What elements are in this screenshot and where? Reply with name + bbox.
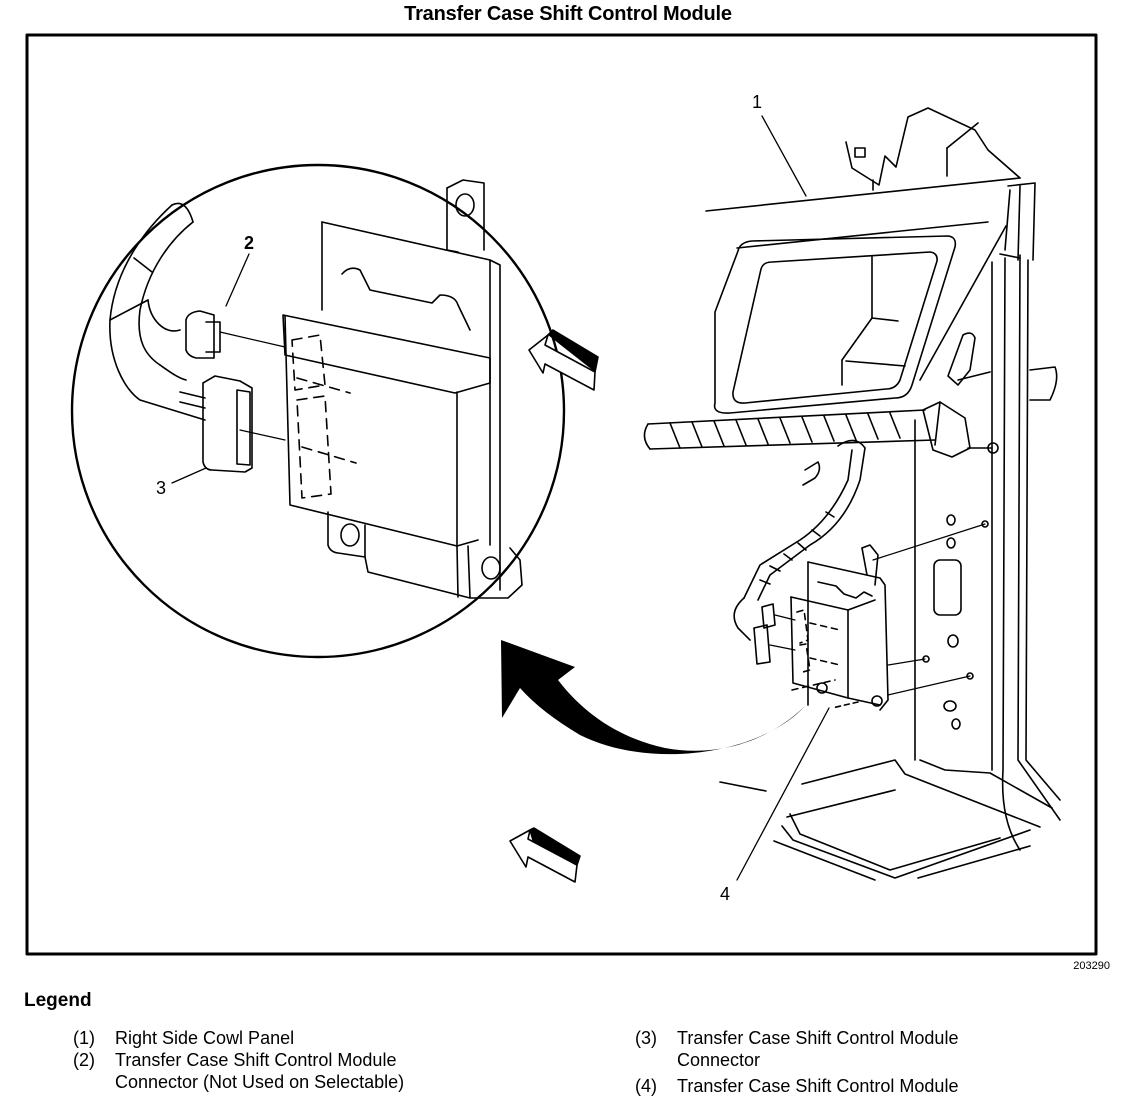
legend-item-text: Transfer Case Shift Control Module Conne… (677, 1028, 959, 1070)
exploded-view-diagram: 1 2 3 4 (25, 33, 1098, 956)
legend-item-number: (4) (635, 1076, 657, 1096)
callout-3: 3 (156, 478, 166, 498)
cowl-panel (705, 107, 1061, 881)
legend-item-number: (1) (73, 1028, 95, 1048)
legend-column-left: (1) Right Side Cowl Panel (2) Transfer C… (73, 1027, 593, 1093)
control-module-detail (282, 179, 523, 599)
legend-heading: Legend (24, 990, 92, 1011)
detail-view-circle (70, 163, 599, 659)
magnify-arrow-icon (501, 640, 805, 755)
legend-item: (3) Transfer Case Shift Control Module C… (635, 1027, 1105, 1071)
control-module-installed (753, 520, 989, 711)
legend-item-text: Transfer Case Shift Control Module Conne… (115, 1050, 405, 1092)
connector-3-detail (202, 375, 286, 473)
direction-arrow-lower-icon (509, 827, 581, 883)
leader-line-3 (171, 467, 207, 484)
direction-arrow-detail (528, 329, 599, 391)
legend-item-text: Right Side Cowl Panel (115, 1028, 295, 1048)
main-wiring-harness (643, 409, 936, 641)
diagram-title: Transfer Case Shift Control Module (404, 3, 732, 25)
legend-item: (4) Transfer Case Shift Control Module (635, 1075, 1105, 1097)
legend-item-number: (2) (73, 1050, 95, 1070)
legend-item-text: Transfer Case Shift Control Module (677, 1076, 959, 1096)
leader-line-4 (736, 707, 830, 881)
figure-frame (25, 33, 1098, 956)
wiring-harness-detail (109, 202, 206, 421)
legend-column-right: (3) Transfer Case Shift Control Module C… (635, 1027, 1105, 1097)
legend-item: (2) Transfer Case Shift Control Module C… (73, 1049, 593, 1093)
leader-line-1 (761, 115, 807, 197)
leader-line-2 (225, 253, 250, 307)
figure-id: 203290 (1073, 960, 1110, 972)
callout-1: 1 (752, 92, 762, 112)
callout-2: 2 (244, 233, 254, 253)
legend-item: (1) Right Side Cowl Panel (73, 1027, 593, 1049)
callout-4: 4 (720, 884, 730, 904)
legend-item-number: (3) (635, 1028, 657, 1048)
connector-2-detail (185, 310, 286, 359)
